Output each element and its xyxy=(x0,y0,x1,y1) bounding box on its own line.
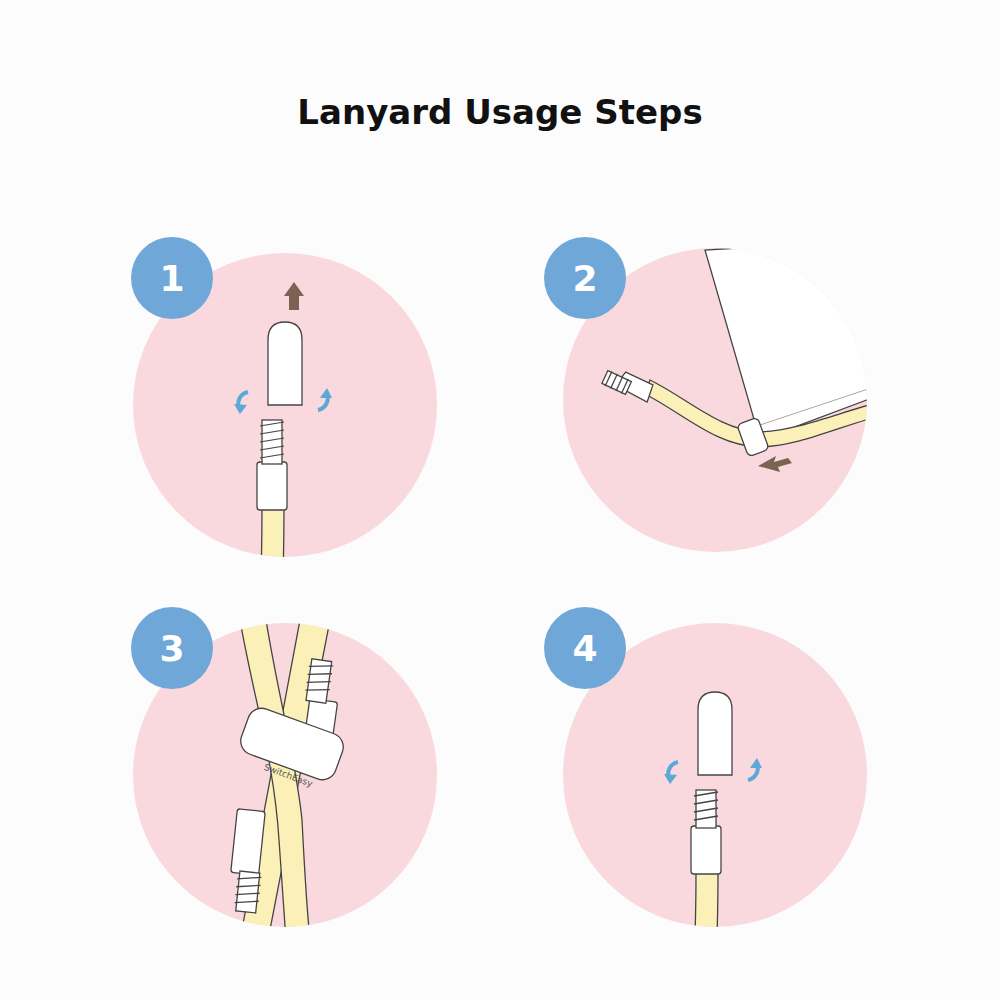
step-number: 2 xyxy=(572,258,597,299)
step-badge: 1 xyxy=(131,237,213,319)
step-number: 4 xyxy=(572,628,597,669)
step-badge: 4 xyxy=(544,607,626,689)
step-badge: 3 xyxy=(131,607,213,689)
step-badge: 2 xyxy=(544,237,626,319)
diagram-title: Lanyard Usage Steps xyxy=(0,92,1000,132)
step-number: 1 xyxy=(159,258,184,299)
step-number: 3 xyxy=(159,628,184,669)
